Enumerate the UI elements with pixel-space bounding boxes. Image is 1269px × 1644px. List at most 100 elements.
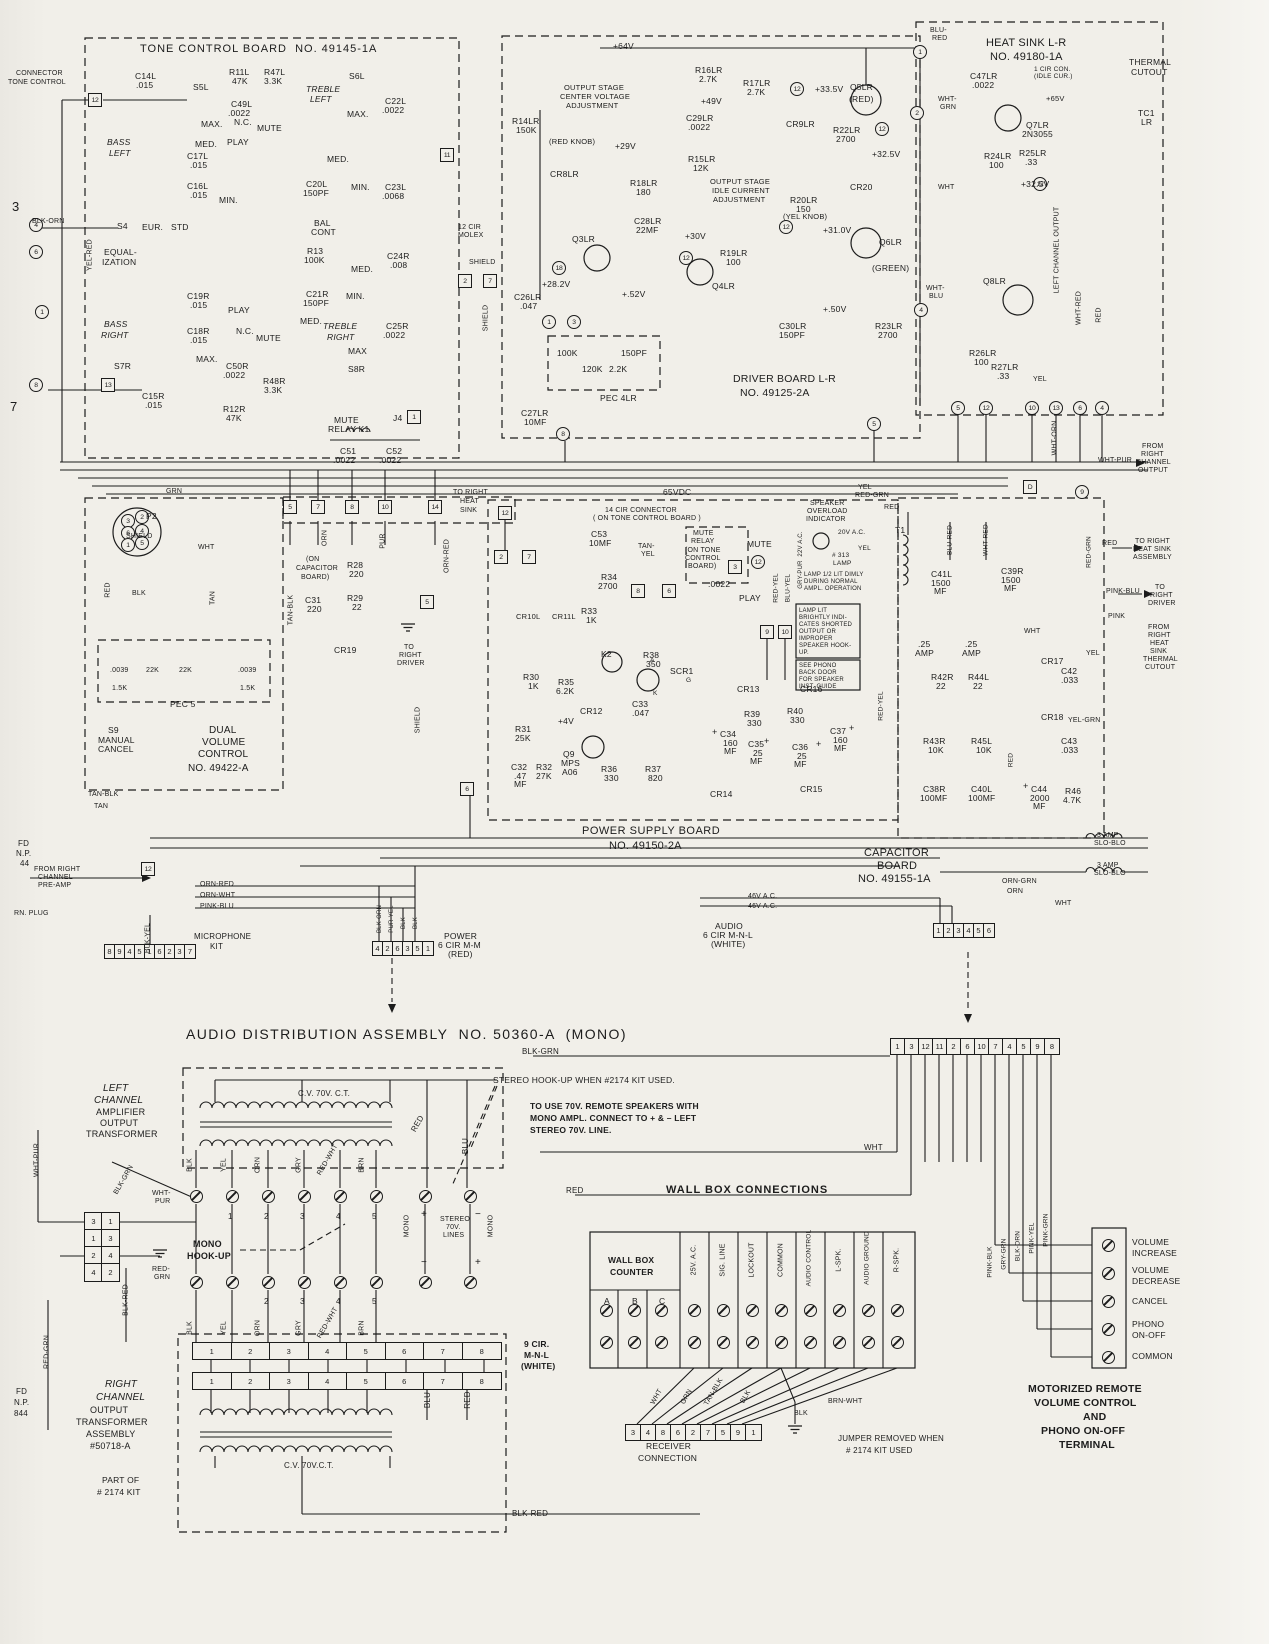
power-supply-board-label: 820 <box>648 773 663 783</box>
dual-volume-control-label: R29 <box>347 593 364 603</box>
tone-control-board-label: .015 <box>145 400 163 410</box>
tone-control-board-label: SHIELD <box>482 304 490 332</box>
component-circle <box>636 668 660 692</box>
power-supply-board-label: DURING NORMAL <box>804 579 858 585</box>
page-edge-label: FD <box>16 1387 28 1396</box>
power-supply-board-label: R34 <box>601 572 618 582</box>
driver-board-label: Q3LR <box>572 234 596 244</box>
page-edge-label: BLK-ORN <box>32 218 65 225</box>
terminal-cell: 6 <box>386 1373 424 1389</box>
tone-control-board-label: PLAY <box>228 305 250 315</box>
driver-board-label: R22LR <box>833 125 861 135</box>
power-supply-board-label: BRIGHTLY INDI- <box>799 615 847 621</box>
terminal-box: 7 <box>311 500 325 514</box>
power-supply-board-label: + <box>764 736 770 746</box>
audio-distribution-label: YEL <box>220 1321 228 1335</box>
screw-terminal <box>189 1189 203 1203</box>
terminal-cell: 5 <box>974 924 984 937</box>
driver-board-label: +.52V <box>622 289 646 299</box>
tone-control-board-label: MIN. <box>346 291 365 301</box>
terminal-circle: 12 <box>1033 177 1047 191</box>
audio-distribution-label: 4 <box>336 1297 341 1306</box>
heat-sink-label: HEAT SINK L-R <box>986 37 1067 49</box>
page-edge-label: FD <box>18 839 30 848</box>
capacitor-board-label: MF <box>1033 801 1046 811</box>
terminal-box: 8 <box>345 500 359 514</box>
audio-distribution-label: LEFT <box>103 1083 129 1094</box>
capacitor-board-label: .25 <box>965 639 978 649</box>
tone-control-board-label: MED. <box>327 154 350 164</box>
capacitor-board-label: AMP <box>915 648 935 658</box>
power-supply-board-label: CR13 <box>737 684 760 694</box>
arrowhead <box>964 1014 972 1023</box>
capacitor-board-label: C43 <box>1061 736 1078 746</box>
audio-distribution-label: MONO <box>487 1214 495 1238</box>
terminal-circle: 1 <box>542 315 556 329</box>
wall-box-label: CONNECTION <box>638 1453 698 1463</box>
audio-distribution-label: #50718-A <box>90 1441 131 1451</box>
terminal-box: D <box>1023 480 1037 494</box>
terminal-circle: 4 <box>1095 401 1109 415</box>
screw-terminal <box>1101 1238 1115 1252</box>
tone-control-board-label: MAX. <box>347 109 369 119</box>
terminal-box: 2 <box>458 274 472 288</box>
driver-board-label: +29V <box>615 141 636 151</box>
driver-board-label: C28LR <box>634 216 662 226</box>
terminal-cell: 8 <box>656 1425 671 1440</box>
heat-sink-label: R25LR <box>1019 148 1047 158</box>
capacitor-board-label: R45L <box>971 736 993 746</box>
wall-box-label: 25V. A.C. <box>690 1244 698 1276</box>
driver-board-label: NO. 49125-2A <box>740 387 810 399</box>
dual-volume-control-label: TO <box>404 644 414 651</box>
heat-sink-outline <box>915 21 1164 416</box>
terminal-circle: 8 <box>29 378 43 392</box>
capacitor-board-label: 100MF <box>968 793 996 803</box>
remote-terminal-label: VOLUME <box>1132 1237 1170 1247</box>
terminal-cell: 3 <box>175 945 185 958</box>
screw-terminal <box>297 1275 311 1289</box>
driver-board-label: C27LR <box>521 408 549 418</box>
capacitor-board-label: + <box>1023 781 1029 791</box>
power-supply-board-label: 25 <box>753 748 763 758</box>
driver-board-label: 2.7K <box>747 87 766 97</box>
capacitor-board-label: 4.7K <box>1063 795 1082 805</box>
terminal-box: 6 <box>662 584 676 598</box>
remote-terminal-label: PHONO <box>1132 1319 1165 1329</box>
power-supply-board-label: YEL <box>858 545 871 552</box>
capacitor-board-label: YEL-GRN <box>1068 717 1101 724</box>
wall-box-label: B <box>632 1296 638 1306</box>
dual-volume-control-label: PUR <box>379 533 387 549</box>
power-supply-board-label: RELAY <box>691 538 715 545</box>
terminal-cell: 1 <box>85 1230 102 1247</box>
screw-terminal <box>1101 1350 1115 1364</box>
driver-board-label: R19LR <box>720 248 748 258</box>
power-supply-board-label: MF <box>750 756 763 766</box>
driver-board-label: R20LR <box>790 195 818 205</box>
power-supply-board-label: 10MF <box>589 538 612 548</box>
terminal-cell: 2 <box>944 924 954 937</box>
power-supply-board-label: CONTROL <box>685 555 721 562</box>
wall-box-label: AUDIO CONTROL <box>805 1229 813 1287</box>
audio-distribution-label: OUTPUT <box>90 1405 129 1415</box>
power-supply-board-label: .47 <box>514 771 527 781</box>
driver-board-label: 150PF <box>621 348 648 358</box>
driver-board-label: 150 <box>796 204 811 214</box>
terminal-cell: 1 <box>193 1343 232 1359</box>
heat-sink-label: WHT <box>938 184 955 191</box>
dual-volume-control-outline <box>84 497 284 791</box>
driver-board-label: 2.2K <box>609 364 628 374</box>
component-circle <box>581 735 605 759</box>
audio-distribution-label: BLK-RED <box>122 1284 130 1316</box>
arrowhead <box>142 874 151 882</box>
wire <box>299 1223 346 1251</box>
dual-volume-control-label: 1.5K <box>112 685 128 692</box>
screw-terminal <box>774 1335 788 1349</box>
tone-control-board-label: C14L <box>135 71 157 81</box>
heat-sink-label: GRN <box>940 104 957 111</box>
heat-sink-label: +32.5V <box>1021 179 1050 189</box>
dual-volume-control-label: CR19 <box>334 645 357 655</box>
wall-box-label: LOCKOUT <box>748 1242 756 1278</box>
driver-board-label: +30V <box>685 231 706 241</box>
audio-distribution-label: C.V. 70V.C.T. <box>284 1461 334 1470</box>
